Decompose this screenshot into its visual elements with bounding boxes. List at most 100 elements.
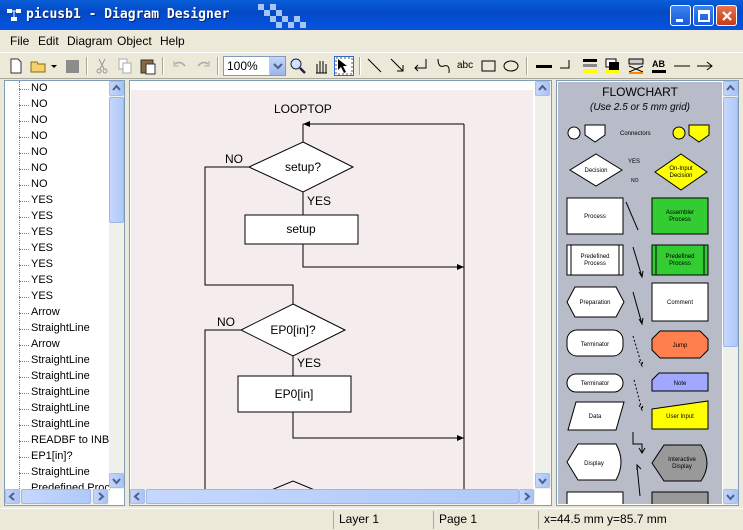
tree-item[interactable]: READBF to INB <box>5 433 111 449</box>
paste-icon[interactable] <box>138 56 158 76</box>
scroll-thumb[interactable] <box>146 489 519 504</box>
on-input-decision-shape[interactable] <box>654 153 708 191</box>
decision-partial[interactable] <box>268 480 318 491</box>
offpage-connector-yellow-shape[interactable] <box>688 124 710 143</box>
zoom-select[interactable]: 100% <box>223 56 286 76</box>
tree-item[interactable]: YES <box>5 225 111 241</box>
tree-horizontal-scrollbar[interactable] <box>5 489 109 505</box>
open-icon[interactable] <box>29 56 49 76</box>
menu-object[interactable]: Object <box>117 34 152 48</box>
scroll-thumb[interactable] <box>723 97 738 347</box>
scroll-left-icon[interactable] <box>5 489 20 504</box>
tree-item[interactable]: NO <box>5 81 111 97</box>
line-tool-icon[interactable] <box>365 56 385 76</box>
line-width-icon[interactable] <box>534 56 554 76</box>
menu-file[interactable]: File <box>10 34 30 48</box>
fill-color-icon[interactable] <box>580 56 600 76</box>
menu-help[interactable]: Help <box>160 34 185 48</box>
offpage-connector-shape[interactable] <box>584 124 606 143</box>
tree-item[interactable]: StraightLine <box>5 385 111 401</box>
predefined-process-shape[interactable] <box>566 244 624 276</box>
line-icon[interactable] <box>672 56 692 76</box>
rectangle-tool-icon[interactable] <box>479 56 499 76</box>
scroll-right-icon[interactable] <box>519 489 534 504</box>
predefined-process-green-shape[interactable] <box>651 244 709 276</box>
tree-item[interactable]: NO <box>5 177 111 193</box>
tree-item[interactable]: StraightLine <box>5 369 111 385</box>
connector-shape[interactable] <box>567 126 581 140</box>
tree-item[interactable]: NO <box>5 129 111 145</box>
scroll-up-icon[interactable] <box>723 81 738 96</box>
select-pointer-icon[interactable] <box>334 56 354 76</box>
connector-line[interactable] <box>302 244 464 270</box>
scroll-thumb[interactable] <box>109 97 124 223</box>
scroll-down-icon[interactable] <box>723 489 738 504</box>
connector-line[interactable] <box>292 412 464 441</box>
arrowhead-icon[interactable] <box>695 56 715 76</box>
minimize-button[interactable] <box>670 5 691 26</box>
decision-shape[interactable] <box>569 153 623 187</box>
tree-item[interactable]: StraightLine <box>5 465 111 481</box>
tree-item[interactable]: StraightLine <box>5 417 111 433</box>
tree-item[interactable]: YES <box>5 273 111 289</box>
zoom-icon[interactable] <box>288 56 308 76</box>
tree-item[interactable]: NO <box>5 161 111 177</box>
tree-item[interactable]: EP1[in]? <box>5 449 111 465</box>
tree-item[interactable]: StraightLine <box>5 353 111 369</box>
scroll-up-icon[interactable] <box>109 81 124 96</box>
terminator-shape[interactable] <box>566 329 624 357</box>
pattern-icon[interactable] <box>626 56 646 76</box>
scroll-down-icon[interactable] <box>535 473 550 488</box>
new-icon[interactable] <box>6 56 26 76</box>
line-style-icon[interactable] <box>557 56 577 76</box>
tree-item[interactable]: YES <box>5 209 111 225</box>
pan-hand-icon[interactable] <box>311 56 331 76</box>
tree-item[interactable]: NO <box>5 97 111 113</box>
data-shape[interactable] <box>567 401 625 431</box>
tree-item[interactable]: YES <box>5 241 111 257</box>
process-ep0in[interactable] <box>237 375 352 413</box>
font-icon[interactable]: AB <box>649 56 669 76</box>
comment-shape[interactable] <box>651 282 709 322</box>
tree-item[interactable]: YES <box>5 257 111 273</box>
chevron-down-icon[interactable] <box>269 57 285 75</box>
maximize-button[interactable] <box>693 5 714 26</box>
canvas-vertical-scrollbar[interactable] <box>535 81 551 489</box>
scroll-thumb[interactable] <box>21 489 91 504</box>
menu-edit[interactable]: Edit <box>38 34 59 48</box>
display-shape[interactable] <box>566 443 622 481</box>
ellipse-tool-icon[interactable] <box>501 56 521 76</box>
curve-tool-icon[interactable] <box>434 56 454 76</box>
connector-yellow-shape[interactable] <box>672 126 686 140</box>
no-branch-line[interactable] <box>204 329 241 491</box>
note-shape[interactable] <box>651 372 709 392</box>
elbow-connector-icon[interactable] <box>411 56 431 76</box>
jump-shape[interactable] <box>651 330 709 359</box>
cut-icon[interactable] <box>92 56 112 76</box>
shadow-icon[interactable] <box>603 56 623 76</box>
text-tool[interactable]: abc <box>457 60 474 71</box>
preparation-shape[interactable] <box>566 286 625 318</box>
tree-vertical-scrollbar[interactable] <box>109 81 124 489</box>
redo-icon[interactable] <box>193 56 213 76</box>
diagram-canvas[interactable]: LOOPTOP setup? NO YES setup EP0[in]? NO … <box>131 90 533 491</box>
process-shape[interactable] <box>566 197 624 235</box>
tree-item[interactable]: YES <box>5 289 111 305</box>
undo-icon[interactable] <box>170 56 190 76</box>
menu-diagram[interactable]: Diagram <box>67 34 113 48</box>
close-button[interactable] <box>716 5 737 26</box>
open-dropdown-icon[interactable] <box>49 56 59 76</box>
tree-item[interactable]: Arrow <box>5 337 111 353</box>
save-icon[interactable] <box>62 56 82 76</box>
no-branch-line[interactable] <box>204 166 294 304</box>
tree-item[interactable]: StraightLine <box>5 401 111 417</box>
scroll-down-icon[interactable] <box>109 473 124 488</box>
scroll-left-icon[interactable] <box>130 489 145 504</box>
scroll-right-icon[interactable] <box>93 489 108 504</box>
user-input-shape[interactable] <box>651 400 709 430</box>
tree-item[interactable]: NO <box>5 145 111 161</box>
tree-item[interactable]: YES <box>5 193 111 209</box>
arrow-tool-icon[interactable] <box>388 56 408 76</box>
tree-item[interactable]: StraightLine <box>5 321 111 337</box>
palette-vertical-scrollbar[interactable] <box>723 81 738 505</box>
